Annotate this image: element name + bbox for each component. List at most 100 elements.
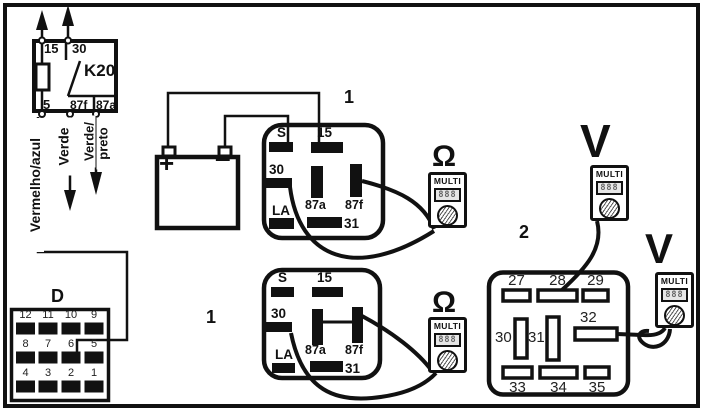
- d-pin-6: [61, 351, 81, 364]
- d-label-3: 3: [44, 367, 52, 379]
- c2-label-34: 34: [550, 379, 567, 396]
- d-pin-3: [38, 380, 58, 393]
- multimeter-display: 888: [596, 180, 623, 195]
- terminal-circle-5: [38, 110, 46, 118]
- d-pin-1: [84, 380, 104, 393]
- wire-label-verde-preto-1: Verde/: [82, 115, 97, 168]
- volt-symbol-2: V: [645, 225, 674, 272]
- k20-label-30: 30: [72, 41, 87, 56]
- battery-plus: +: [159, 148, 175, 178]
- socket2-label-s: S: [278, 270, 288, 285]
- d-label-2: 2: [67, 367, 75, 379]
- c2-pin-29: [581, 288, 610, 303]
- c2-pin-32: [573, 326, 619, 342]
- wire-battery-positive-to-15: [166, 91, 321, 147]
- terminal-circle-15: [38, 36, 46, 45]
- socket1-pins: [263, 142, 362, 229]
- d-pin-12: [16, 322, 35, 335]
- socket1-pin-31: [307, 217, 342, 228]
- d-label-10: 10: [64, 309, 78, 321]
- socket1-pin-87a: [311, 166, 323, 198]
- k20-switch-arm: [66, 60, 82, 97]
- multimeter-brand: MULTI: [433, 321, 462, 331]
- socket1-label-31: 31: [344, 216, 360, 231]
- connector2-pins: [501, 288, 619, 380]
- c2-label-31: 31: [528, 329, 545, 346]
- wire-verde-preto-arrow: [90, 172, 102, 195]
- k20-label-5: 5: [43, 97, 51, 112]
- connector-d-pins: [16, 322, 104, 393]
- d-label-12: 12: [19, 309, 32, 321]
- socket2-pin-la: [272, 363, 295, 373]
- c2-pin-35: [583, 365, 611, 380]
- k20-label-15: 15: [44, 41, 59, 56]
- wire-label-verde: Verde: [56, 117, 72, 176]
- d-pin-5: [84, 351, 104, 364]
- arrow-up-15-head: [36, 10, 48, 30]
- ohm-symbol-2: Ω: [432, 286, 457, 319]
- socket2-label-87f: 87f: [345, 343, 364, 357]
- d-label-8: 8: [22, 338, 29, 350]
- d-label-11: 11: [42, 309, 54, 321]
- c2-label-33: 33: [509, 379, 526, 396]
- c2-label-29: 29: [587, 272, 604, 289]
- d-pin-10: [61, 322, 81, 335]
- c2-pin-33: [501, 365, 534, 380]
- multimeter-brand: MULTI: [595, 169, 624, 179]
- socket2-pin-87f: [352, 307, 363, 343]
- k20-label-87a: 87a: [96, 98, 117, 112]
- multimeter-brand: MULTI: [660, 276, 689, 286]
- probe-wire-voltmeter2-loop: [637, 328, 672, 349]
- multimeter-dial-knob: [599, 197, 620, 219]
- probe-wire-voltmeter1-pin28: [560, 220, 601, 292]
- battery-body: [154, 154, 241, 231]
- d-label-5: 5: [90, 338, 98, 350]
- multimeter-volt-1: MULTI 888: [590, 165, 629, 221]
- c2-label-28: 28: [549, 272, 566, 289]
- c2-pin-28: [536, 288, 579, 303]
- socket2-label-15: 15: [317, 270, 333, 285]
- probe-wire-socket1-30: [288, 186, 436, 260]
- socket2-label-87a: 87a: [305, 343, 326, 357]
- d-label-9: 9: [90, 309, 98, 321]
- multimeter-ohm-1: MULTI 888: [428, 172, 467, 228]
- wire-label-verde-preto-2: preto: [96, 117, 111, 170]
- socket1-label-87f: 87f: [345, 198, 364, 212]
- probe-wire-socket2-30: [289, 332, 438, 401]
- c2-label-35: 35: [588, 379, 606, 396]
- socket2-pin-31: [310, 361, 343, 372]
- c2-label-27: 27: [508, 272, 525, 289]
- c2-pin-31: [545, 315, 561, 362]
- k20-label-87f: 87f: [70, 98, 88, 112]
- socket2-number: 1: [206, 307, 217, 327]
- c2-pin-30: [513, 317, 529, 360]
- socket1-label-87a: 87a: [305, 198, 326, 212]
- multimeter-dial-knob: [437, 204, 458, 226]
- d-pin-11: [38, 322, 58, 335]
- c2-pin-27: [501, 288, 532, 303]
- socket1-pin-87f: [350, 164, 362, 197]
- terminal-circle-30: [64, 36, 72, 45]
- d-label-7: 7: [44, 338, 52, 350]
- socket1-number: 1: [344, 87, 355, 107]
- socket1-pin-15: [311, 142, 343, 153]
- socket2-pin-30: [263, 322, 292, 332]
- multimeter-dial-knob: [664, 304, 685, 326]
- socket2-pin-s: [271, 287, 294, 297]
- connector2-number: 2: [519, 222, 530, 242]
- wire-verde-arrow: [64, 190, 76, 211]
- wire-battery-negative-to-s: [223, 114, 290, 147]
- connector-d-title: D: [51, 286, 64, 306]
- socket1-label-30: 30: [269, 162, 285, 177]
- socket1-pin-la: [269, 218, 294, 229]
- wire-label-vermelho-azul: Vermelho/azul: [27, 118, 44, 252]
- c2-pin-34: [538, 365, 579, 380]
- socket1-label-s: S: [277, 125, 287, 140]
- socket2-label-31: 31: [345, 361, 361, 376]
- socket2-label-la: LA: [275, 347, 293, 362]
- multimeter-display: 888: [434, 187, 461, 202]
- multimeter-volt-2: MULTI 888: [655, 272, 694, 328]
- k20-box: [32, 39, 118, 113]
- multimeter-ohm-2: MULTI 888: [428, 317, 467, 373]
